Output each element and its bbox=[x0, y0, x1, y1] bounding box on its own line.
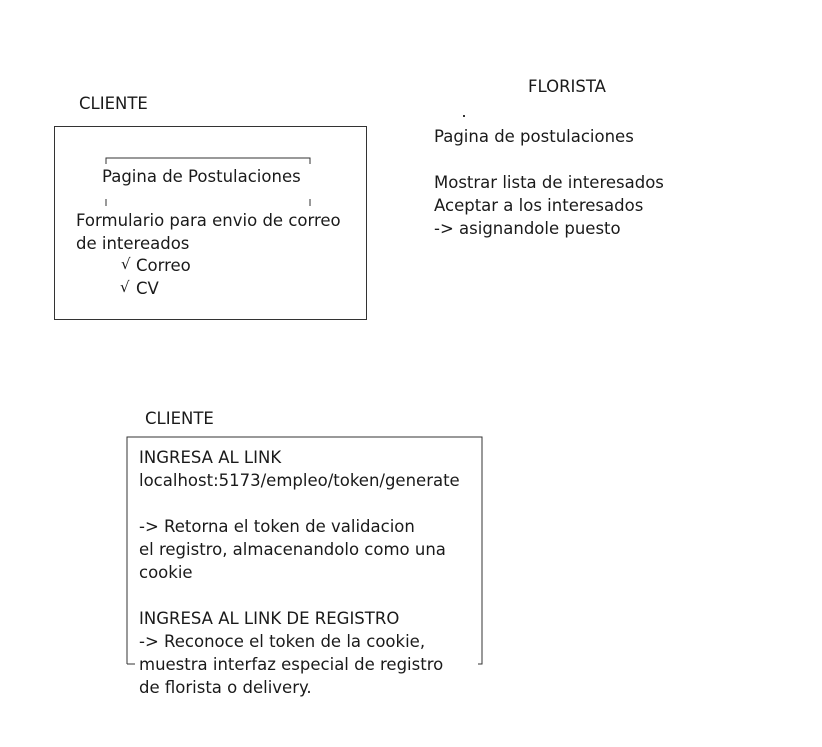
note-line: localhost:5173/empleo/token/generate bbox=[139, 471, 460, 490]
note-line: INGRESA AL LINK DE REGISTRO bbox=[139, 609, 400, 628]
note-line: -> Retorna el token de validacion bbox=[139, 517, 415, 536]
note-line: muestra interfaz especial de registro bbox=[139, 655, 444, 674]
form-description-line1: Formulario para envio de correo bbox=[76, 211, 341, 230]
florista-line-3: Aceptar a los interesados bbox=[434, 196, 644, 215]
note-line bbox=[139, 492, 460, 515]
cliente-heading-top: CLIENTE bbox=[79, 94, 148, 113]
note-line: INGRESA AL LINK bbox=[139, 448, 282, 467]
note-line: el registro, almacenandolo como una bbox=[139, 540, 446, 559]
stray-dot bbox=[463, 115, 465, 117]
florista-line-4: -> asignandole puesto bbox=[434, 219, 621, 238]
cliente-form-box bbox=[54, 126, 367, 320]
florista-line-1: Pagina de postulaciones bbox=[434, 127, 634, 146]
checkmark-icon: √ bbox=[121, 255, 131, 273]
list-item-correo: Correo bbox=[136, 256, 191, 275]
florista-heading: FLORISTA bbox=[528, 77, 606, 96]
note-line: cookie bbox=[139, 563, 193, 582]
note-line: -> Reconoce el token de la cookie, bbox=[139, 632, 426, 651]
list-item-cv: CV bbox=[136, 279, 159, 298]
note-line bbox=[139, 584, 460, 607]
cliente-heading-bottom: CLIENTE bbox=[145, 409, 214, 428]
checkmark-icon: √ bbox=[120, 278, 130, 296]
note-line: de florista o delivery. bbox=[139, 678, 312, 697]
page-title: Pagina de Postulaciones bbox=[102, 167, 301, 186]
florista-line-2: Mostrar lista de interesados bbox=[434, 173, 664, 192]
bottom-notes: INGRESA AL LINK localhost:5173/empleo/to… bbox=[139, 446, 460, 699]
form-description-line2: de intereados bbox=[76, 234, 190, 253]
